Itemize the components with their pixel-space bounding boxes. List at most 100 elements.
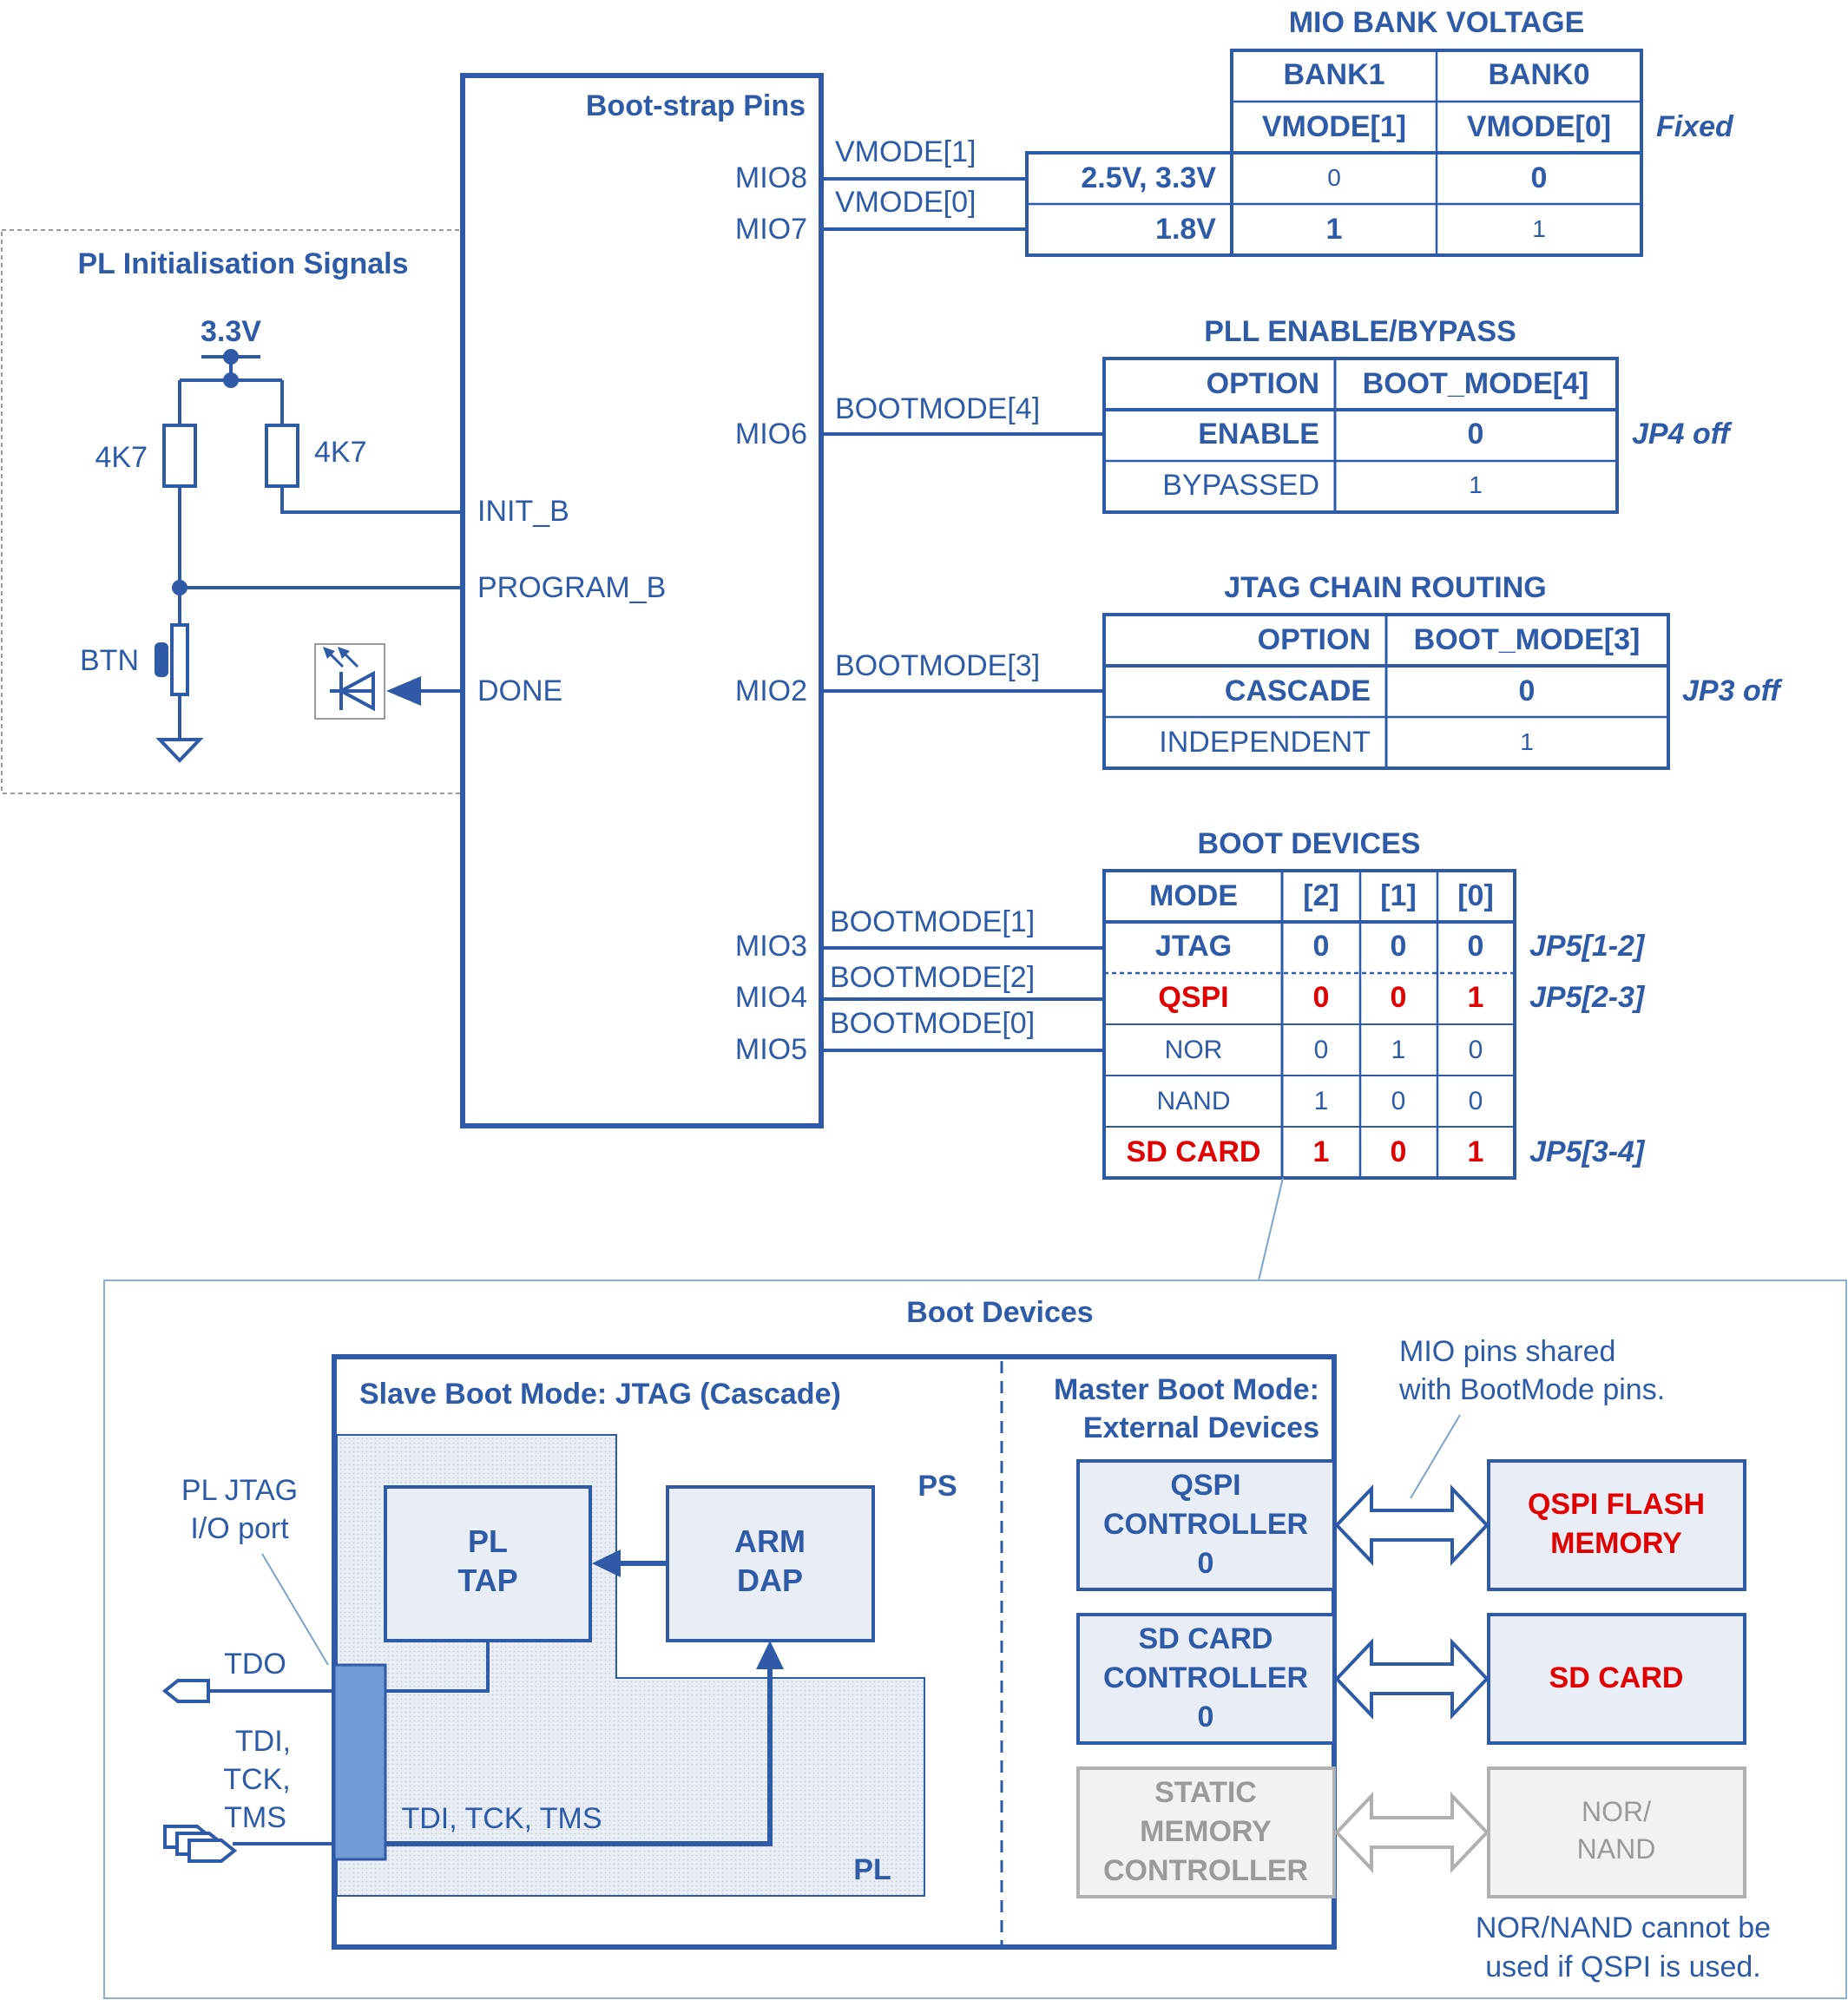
nor-nand-line1: NOR/ [1582,1796,1651,1827]
sd-controller-line1: SD CARD [1139,1622,1273,1655]
jtag-routing-table: JTAG CHAIN ROUTING OPTION BOOT_MODE[3] C… [1102,571,1783,770]
pl-init-region: PL Initialisation Signals 3.3V 4K7 4K7 B… [1,229,720,794]
supply-label: 3.3V [201,315,261,348]
resistor-r2 [265,424,299,488]
bootstrap-pins-box: Boot-strap Pins INIT_B PROGRAM_B DONE MI… [460,73,824,1128]
boot-row-nor-b1: 1 [1391,1036,1406,1064]
sig-bootmode4: BOOTMODE[4] [835,392,1040,425]
pll-row1-value: 0 [1468,418,1484,451]
shared-note-line2: with BootMode pins. [1398,1373,1665,1406]
slave-boot-title: Slave Boot Mode: JTAG (Cascade) [359,1378,841,1411]
ground-icon [155,738,204,763]
jtag-row1-label: CASCADE [1225,674,1371,707]
qspi-flash-block [1487,1459,1746,1591]
sd-controller-line3: 0 [1198,1701,1214,1734]
pll-table: PLL ENABLE/BYPASS OPTION BOOT_MODE[4] EN… [1102,315,1733,514]
pin-mio6: MIO6 [735,418,807,451]
boot-row-sd-b1: 0 [1391,1135,1407,1168]
jtag-row2-value: 1 [1520,728,1534,755]
pin-mio8: MIO8 [735,161,807,194]
mio-bank-note: Fixed [1656,110,1734,143]
mio-bank-row1-label: 2.5V, 3.3V [1081,161,1216,194]
boot-row-jtag-note: JP5[1-2] [1529,930,1646,963]
mio-bank-sub-vmode0: VMODE[0] [1467,110,1611,143]
mio-bank-row2-v0: 1 [1532,215,1546,242]
boot-header-mode: MODE [1149,879,1238,912]
nor-link-arrow [1334,1792,1490,1873]
jtag-title: JTAG CHAIN ROUTING [1224,571,1546,604]
pll-note: JP4 off [1632,418,1733,451]
tdo-label: TDO [224,1648,286,1681]
tdi-label-1: TDI, [235,1725,291,1758]
pl-init-title: PL Initialisation Signals [77,247,408,280]
mio-bank-row2-v1: 1 [1326,213,1343,246]
pll-row2-value: 1 [1469,471,1483,498]
boot-header-b2: [2] [1303,879,1339,912]
mio-bank-row1-v0: 0 [1531,161,1548,194]
mio-bank-row1-v1: 0 [1327,164,1341,191]
tdo-connector-icon [161,1679,210,1703]
boot-row-qspi-b1: 0 [1391,981,1407,1014]
bus-label: TDI, TCK, TMS [401,1802,602,1835]
qspi-link-arrow [1334,1484,1490,1566]
master-boot-title-2: External Devices [1083,1411,1319,1444]
bootstrap-title: Boot-strap Pins [586,89,806,122]
sd-link-arrow [1334,1638,1490,1720]
pin-program-b: PROGRAM_B [477,571,666,604]
pin-mio2: MIO2 [735,674,807,707]
sig-bootmode2: BOOTMODE[2] [830,961,1035,994]
jtag-header-option: OPTION [1258,623,1371,656]
jtag-row1-value: 0 [1519,674,1536,707]
sd-controller-line2: CONTROLLER [1103,1661,1308,1694]
pl-jtag-port [332,1663,387,1861]
jtag-note: JP3 off [1682,674,1783,707]
button-label: BTN [80,644,139,677]
smc-line1: STATIC [1154,1776,1257,1809]
boot-row-qspi-b2: 0 [1313,981,1330,1014]
pin-init-b: INIT_B [477,495,569,528]
ps-label: PS [917,1470,957,1503]
boot-row-nand-b2: 1 [1314,1087,1329,1115]
boot-row-sd-b0: 1 [1468,1135,1484,1168]
button-symbol [170,623,189,696]
boot-row-nor-b0: 0 [1469,1036,1483,1064]
pin-done: DONE [477,674,562,707]
boot-row-jtag-b1: 0 [1391,930,1407,963]
boot-row-nor-b2: 0 [1314,1036,1329,1064]
pll-row2-label: BYPASSED [1162,469,1319,502]
jtag-port-label-2: I/O port [190,1512,289,1545]
sig-vmode1: VMODE[1] [835,135,976,168]
tdi-label-3: TMS [224,1801,286,1834]
signal-labels: VMODE[1] VMODE[0] BOOTMODE[4] BOOTMODE[3… [830,135,1040,1040]
pl-label: PL [853,1853,891,1886]
shared-note-line1: MIO pins shared [1399,1335,1615,1368]
mio-bank-sub-vmode1: VMODE[1] [1262,110,1406,143]
arm-dap-label-2: DAP [737,1562,803,1598]
pll-header-bootmode4: BOOT_MODE[4] [1363,367,1589,400]
boot-header-b0: [0] [1457,879,1494,912]
boot-row-jtag-b2: 0 [1313,930,1330,963]
tdi-label-2: TCK, [223,1763,290,1796]
pll-header-option: OPTION [1207,367,1319,400]
pl-tap-label-1: PL [468,1523,508,1559]
boot-table-title: BOOT DEVICES [1198,827,1421,860]
boot-row-qspi-b0: 1 [1468,981,1484,1014]
pl-tap-label-2: TAP [457,1562,517,1598]
qspi-controller-line3: 0 [1198,1547,1214,1580]
boot-devices-title: Boot Devices [906,1296,1093,1329]
boot-header-b1: [1] [1380,879,1417,912]
r1-label: 4K7 [95,441,148,474]
smc-line3: CONTROLLER [1103,1854,1308,1887]
boot-row-sd-mode: SD CARD [1127,1135,1261,1168]
boot-row-sd-note: JP5[3-4] [1529,1135,1646,1168]
boot-row-qspi-mode: QSPI [1158,981,1228,1014]
jtag-header-bootmode3: BOOT_MODE[3] [1414,623,1641,656]
r2-label: 4K7 [314,436,367,469]
sd-controller-block [1076,1613,1336,1745]
boot-row-nand-b1: 0 [1391,1087,1406,1115]
boot-row-sd-b2: 1 [1313,1135,1330,1168]
qspi-controller-line1: QSPI [1170,1469,1240,1502]
boot-row-jtag-mode: JTAG [1155,930,1232,963]
nor-nand-block [1487,1766,1746,1898]
